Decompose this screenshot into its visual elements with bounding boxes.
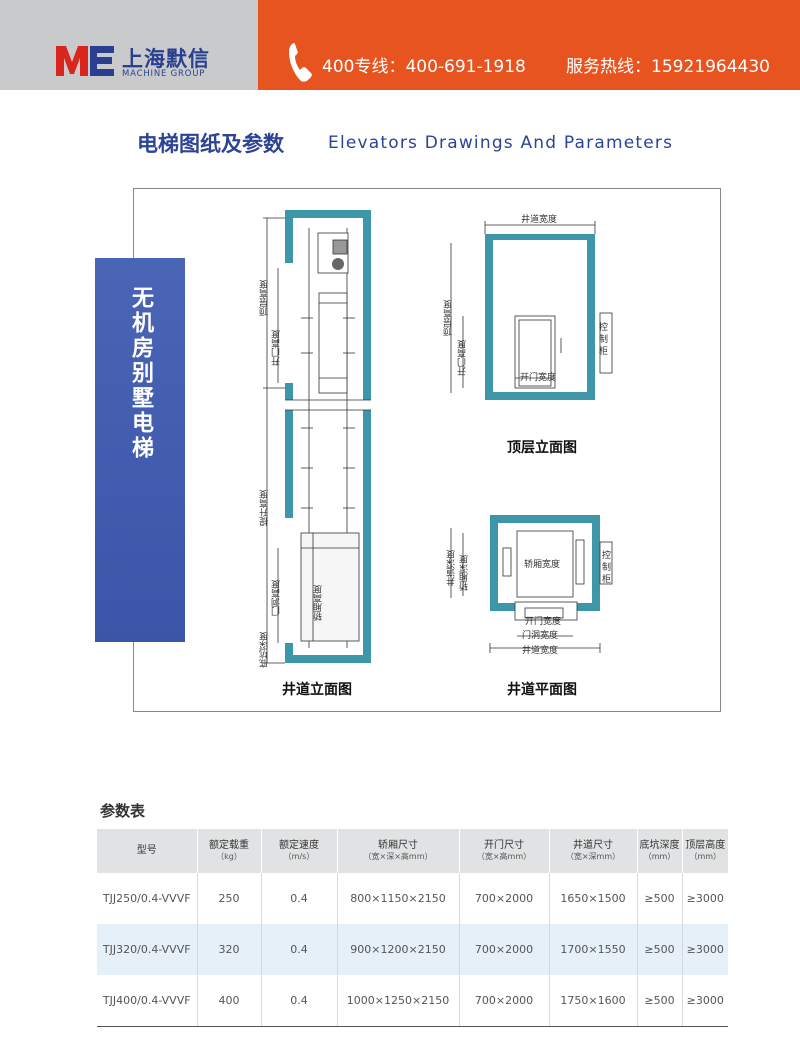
top-elevation-drawing [450, 221, 613, 400]
cell-pit-depth: ≥500 [636, 975, 682, 1027]
hotline-400: 400专线：400-691-1918 [322, 57, 526, 77]
section-title-cn: 电梯图纸及参数 [137, 132, 284, 156]
label-top-height-right: 顶层高度 [444, 300, 454, 336]
cell-model: TJJ320/0.4-VVVF [97, 924, 197, 975]
header-speed: 额定速度（m/s） [260, 829, 337, 873]
header-door-size: 开门尺寸（宽×高mm） [458, 829, 549, 873]
label-door-height-right: 开门高度 [458, 340, 468, 376]
page-header: 上海默信 MACHINE GROUP 400专线：400-691-1918 服务… [0, 0, 800, 90]
params-title: 参数表 [100, 802, 146, 820]
label-car-width: 轿厢宽度 [524, 560, 561, 570]
cell-model: TJJ250/0.4-VVVF [102, 892, 191, 905]
cell-door-size: 700×2000 [458, 873, 549, 924]
cell-door-size: 700×2000 [458, 975, 549, 1027]
cell-shaft-size: 1650×1500 [548, 873, 637, 924]
label-door-width-plan: 开门宽度 [525, 617, 562, 627]
header-shaft-size: 井道尺寸（宽×深mm） [548, 829, 637, 873]
label-pit-depth: 底坑深度 [260, 632, 270, 668]
params-table: 型号 额定载重（kg） 额定速度（m/s） 轿厢尺寸（宽×深×高mm） 开门尺寸… [97, 829, 728, 1027]
drawing-frame [133, 188, 721, 712]
brand-name-en: MACHINE GROUP [122, 69, 206, 79]
table-row: TJJ250/0.4-VVVF 250 0.4 800×1150×2150 70… [97, 873, 728, 924]
cell-speed: 0.4 [260, 924, 337, 975]
brand-name-cn: 上海默信 [122, 47, 210, 71]
cell-load: 320 [196, 924, 261, 975]
cell-shaft-size: 1750×1600 [548, 975, 637, 1027]
header-car-size: 轿厢尺寸（宽×深×高mm） [336, 829, 459, 873]
cell-car-size: 900×1200×2150 [336, 924, 459, 975]
caption-top-elevation: 顶层立面图 [507, 440, 577, 456]
section-title-en: Elevators Drawings And Parameters [328, 133, 674, 153]
cell-top-height: ≥3000 [681, 924, 728, 975]
label-control-cabinet-top: 控制柜 [599, 323, 609, 357]
label-car-depth: 轿厢深度 [460, 555, 470, 591]
cell-model: TJJ400/0.4-VVVF [97, 975, 197, 1027]
contact-panel [258, 0, 800, 90]
cell-load: 250 [196, 873, 261, 924]
label-top-height: 顶层高度 [260, 280, 270, 316]
cell-load: 400 [196, 975, 261, 1027]
elevator-drawings [263, 210, 613, 664]
service-hotline: 服务热线：15921964430 [566, 57, 770, 77]
category-band: 无机房别墅电梯 [95, 258, 185, 642]
table-row: TJJ400/0.4-VVVF 400 0.4 1000×1250×2150 7… [97, 975, 728, 1027]
cell-speed: 0.4 [260, 975, 337, 1027]
label-opening-width: 门洞宽度 [522, 631, 559, 641]
table-row: TJJ320/0.4-VVVF 320 0.4 900×1200×2150 70… [97, 924, 728, 975]
caption-shaft-plan: 井道平面图 [507, 682, 577, 698]
company-logo-icon [56, 46, 114, 76]
label-travel-height: 提升高度 [260, 490, 270, 526]
shaft-plan-drawing [450, 515, 613, 653]
phone-icon [289, 43, 312, 82]
cell-car-size: 1000×1250×2150 [336, 975, 459, 1027]
label-door-height: 开门高度 [272, 330, 282, 366]
label-shaft-width-plan: 井道宽度 [522, 646, 559, 656]
label-door-width: 开门宽度 [520, 373, 557, 383]
cell-speed: 0.4 [260, 873, 337, 924]
header-load: 额定载重（kg） [196, 829, 261, 873]
cell-pit-depth: ≥500 [636, 924, 682, 975]
cell-car-size: 800×1150×2150 [336, 873, 459, 924]
label-control-cabinet-plan: 控制柜 [602, 551, 612, 585]
label-shaft-width-top: 井道宽度 [521, 215, 558, 225]
cell-top-height: ≥3000 [681, 975, 728, 1027]
cell-shaft-size: 1700×1550 [548, 924, 637, 975]
category-title: 无机房别墅电梯 [128, 286, 153, 461]
cell-top-height: ≥3000 [681, 873, 728, 924]
cell-pit-depth: ≥500 [636, 873, 682, 924]
caption-shaft-elevation: 井道立面图 [282, 682, 352, 698]
brand-panel: 上海默信 MACHINE GROUP [0, 0, 258, 90]
label-opening-height: 门洞高度 [272, 580, 282, 616]
cell-door-size: 700×2000 [458, 924, 549, 975]
header-top-height: 顶层高度（mm） [681, 829, 728, 873]
label-shaft-depth: 井道深度 [447, 550, 457, 586]
table-header-row: 型号 额定载重（kg） 额定速度（m/s） 轿厢尺寸（宽×深×高mm） 开门尺寸… [97, 829, 728, 873]
label-car-height: 轿厢高度 [314, 585, 324, 621]
shaft-elevation-drawing [263, 210, 371, 664]
header-pit-depth: 底坑深度（mm） [636, 829, 682, 873]
header-model: 型号 [97, 829, 197, 873]
